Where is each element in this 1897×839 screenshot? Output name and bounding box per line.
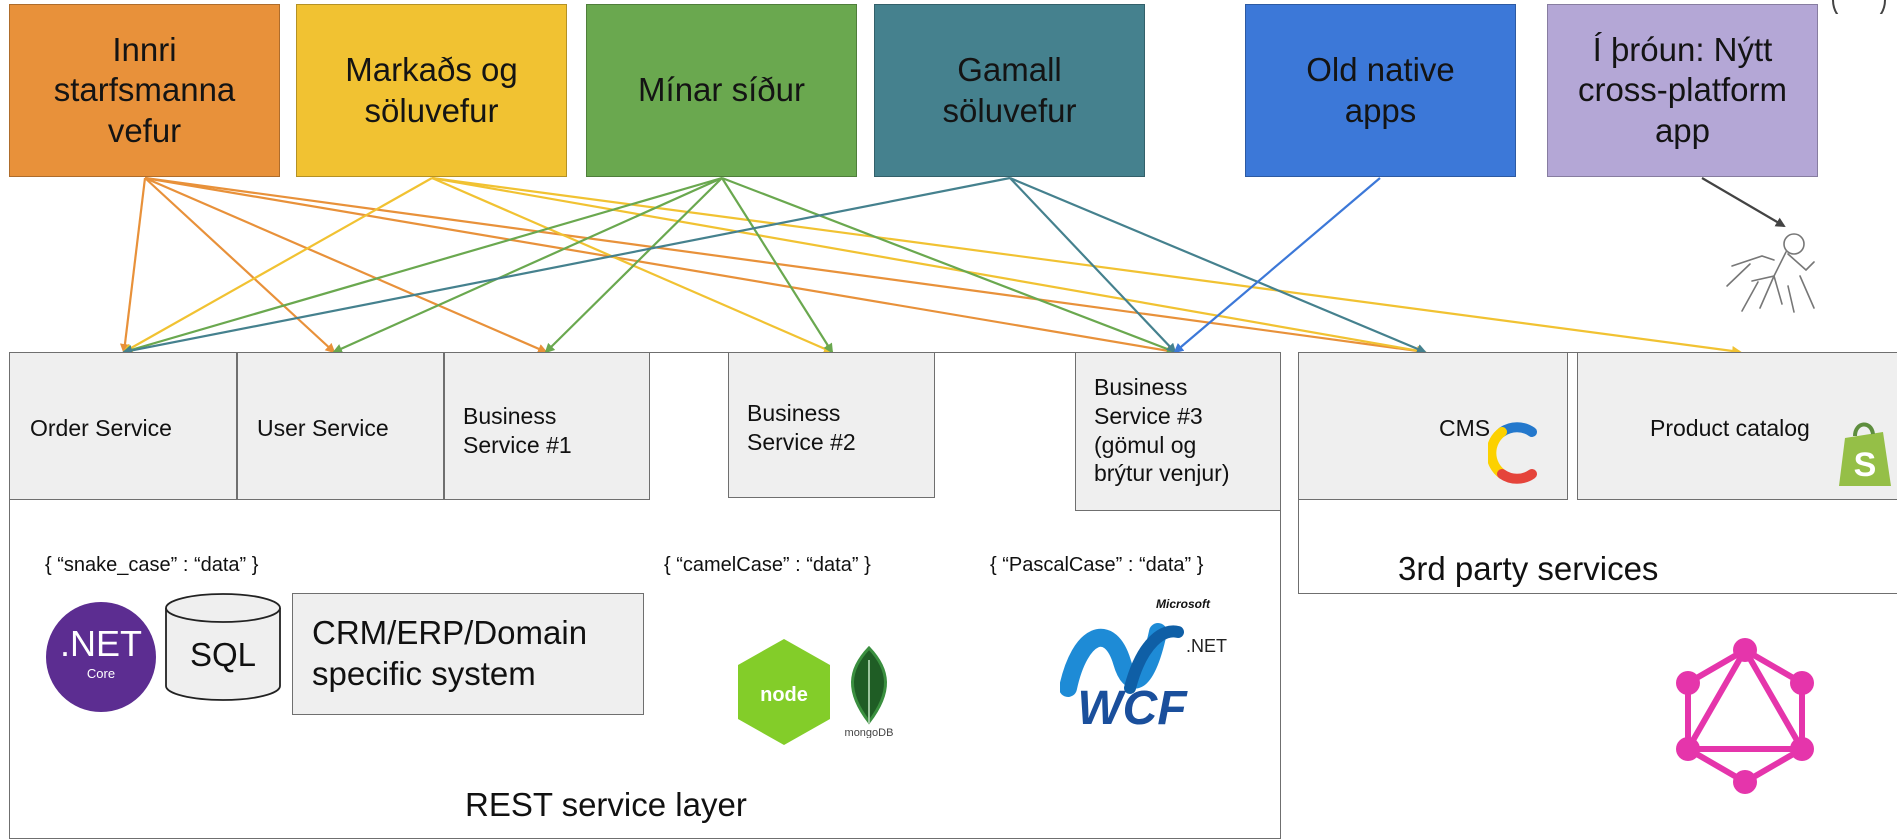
service-product-catalog-label: Product catalog: [1650, 415, 1810, 441]
edge-innri-user: [144, 177, 336, 354]
wcf-logo: Microsoft .NET WCF: [1060, 597, 1227, 732]
svg-text:S: S: [1854, 446, 1877, 484]
service-business-1: Business Service #1: [444, 352, 650, 500]
edge-gamall-business3: [1009, 177, 1177, 354]
edge-throun-developer: [1701, 177, 1786, 228]
edge-markad-catalog: [431, 176, 1742, 356]
client-minar: Mínar síður: [586, 4, 857, 177]
contentful-logo: [1488, 422, 1537, 484]
wcf-logo-text: WCF: [1077, 682, 1188, 732]
edge-gamall-order: [122, 176, 1011, 356]
sql-label: SQL: [189, 636, 257, 673]
service-business-3: Business Service #3 (gömul og brýtur ven…: [1075, 352, 1281, 511]
nodejs-logo: node: [738, 639, 830, 745]
service-cms-label: CMS: [1439, 415, 1491, 441]
edge-minar-business1: [544, 177, 723, 354]
dotnet-core-logo: .NET Core: [46, 602, 156, 712]
camel-case-json: { “camelCase” : “data” }: [664, 554, 871, 576]
wcf-microsoft-text: Microsoft: [1156, 597, 1211, 611]
rest-layer-label: REST service layer: [465, 786, 747, 823]
partial-logo-icon: [1832, 0, 1886, 14]
client-markad-label: Markaðs og söluvefur: [345, 51, 518, 129]
shopify-logo: S: [1839, 422, 1891, 486]
service-business-2-label: Business Service #2: [747, 400, 856, 455]
client-minar-label: Mínar síður: [638, 71, 805, 109]
edge-native-business3: [1173, 177, 1381, 354]
snake-case-json: { “snake_case” : “data” }: [45, 554, 259, 576]
client-innri: Innri starfsmanna vefur: [9, 4, 280, 177]
service-user-label: User Service: [257, 415, 389, 441]
developer-sketch-icon: [1726, 233, 1815, 313]
client-native-label: Old native apps: [1306, 51, 1455, 129]
edge-markad-business2: [431, 176, 834, 354]
edge-markad-order: [122, 177, 433, 353]
service-business-2: Business Service #2: [728, 352, 935, 498]
crm-erp-label: CRM/ERP/Domain specific system: [312, 614, 588, 693]
third-party-label: 3rd party services: [1398, 550, 1659, 587]
edge-markad-cms: [431, 176, 1427, 356]
service-user: User Service: [237, 352, 444, 500]
nodejs-logo-text: node: [760, 684, 808, 706]
graphql-logo: [1676, 638, 1814, 794]
client-gamall: Gamall söluvefur: [874, 4, 1145, 177]
mongodb-logo: mongoDB: [845, 645, 894, 738]
pascal-case-json: { “PascalCase” : “data” }: [990, 554, 1204, 576]
sql-cylinder-icon: SQL: [164, 592, 282, 702]
client-markad: Markaðs og söluvefur: [296, 4, 567, 177]
client-gamall-label: Gamall söluvefur: [942, 51, 1077, 129]
edge-minar-user: [332, 176, 723, 354]
edge-innri-business1: [144, 176, 548, 354]
client-throun-label: Í þróun: Nýtt cross-platform app: [1577, 31, 1788, 149]
wcf-net-text: .NET: [1186, 636, 1227, 656]
mongodb-logo-text: mongoDB: [845, 727, 894, 738]
edge-innri-order: [119, 177, 147, 354]
service-business-3-label: Business Service #3 (gömul og brýtur ven…: [1094, 374, 1230, 487]
dotnet-core-logo-text: .NET: [59, 623, 142, 664]
client-throun: Í þróun: Nýtt cross-platform app: [1547, 4, 1818, 177]
client-native: Old native apps: [1245, 4, 1516, 177]
edge-minar-business2: [721, 177, 834, 354]
edge-minar-order: [122, 176, 723, 355]
edge-innri-business3: [144, 176, 1177, 356]
service-order-label: Order Service: [30, 415, 172, 441]
service-order: Order Service: [9, 352, 237, 500]
crm-erp-domain-system: CRM/ERP/Domain specific system: [292, 593, 644, 715]
service-business-1-label: Business Service #1: [463, 403, 572, 458]
edge-gamall-cms: [1009, 176, 1427, 354]
edge-minar-business3: [721, 176, 1177, 354]
edge-innri-cms: [144, 176, 1427, 356]
dotnet-core-logo-sub: Core: [86, 666, 116, 681]
client-innri-label: Innri starfsmanna vefur: [53, 31, 236, 149]
